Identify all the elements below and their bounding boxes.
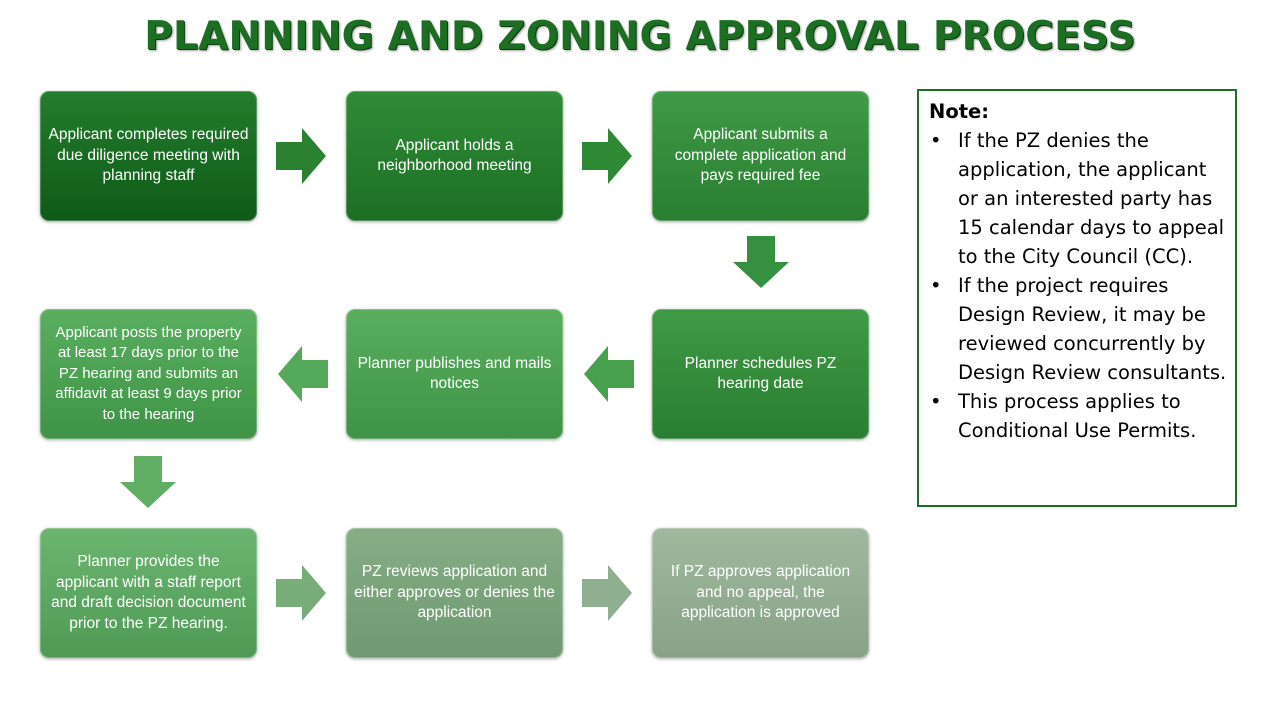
arrow-left-icon [584, 346, 634, 402]
note-item: • This process applies to Conditional Use… [929, 387, 1227, 445]
arrow-down-icon [733, 236, 789, 288]
note-heading: Note: [929, 100, 990, 123]
step-text-5: Planner publishes and mails notices [357, 354, 552, 393]
note-item: • If the project requires Design Review, … [929, 271, 1227, 387]
note-item: • If the PZ denies the application, the a… [929, 126, 1227, 271]
step-text-3: Applicant submits a complete application… [674, 126, 847, 185]
bullet-icon: • [930, 129, 942, 152]
note-item-text: This process applies to Conditional Use … [958, 390, 1197, 442]
step-text-8: PZ reviews application and either approv… [354, 563, 555, 622]
arrow-right-icon [582, 565, 632, 621]
arrow-right-icon [582, 128, 632, 184]
step-box-3: Applicant submits a complete application… [652, 91, 869, 221]
arrow-right-icon [276, 565, 326, 621]
bullet-icon: • [930, 390, 942, 413]
arrow-right-icon [276, 128, 326, 184]
arrow-down-icon [120, 456, 176, 508]
note-list: • If the PZ denies the application, the a… [929, 126, 1227, 445]
note-panel: Note: • If the PZ denies the application,… [917, 89, 1237, 507]
step-box-5: Planner publishes and mails notices [346, 309, 563, 439]
step-box-4: Planner schedules PZ hearing date [652, 309, 869, 439]
step-box-7: Planner provides the applicant with a st… [40, 528, 257, 658]
bullet-icon: • [930, 274, 942, 297]
arrow-left-icon [278, 346, 328, 402]
step-text-6: Applicant posts the property at least 17… [55, 323, 242, 423]
step-text-7: Planner provides the applicant with a st… [51, 553, 246, 632]
step-text-4: Planner schedules PZ hearing date [684, 354, 837, 393]
step-text-1: Applicant completes required due diligen… [48, 126, 249, 185]
step-box-1: Applicant completes required due diligen… [40, 91, 257, 221]
note-item-text: If the project requires Design Review, i… [958, 274, 1227, 384]
note-item-text: If the PZ denies the application, the ap… [958, 129, 1225, 268]
page-title: PLANNING AND ZONING APPROVAL PROCESS [144, 14, 1136, 59]
step-box-9: If PZ approves application and no appeal… [652, 528, 869, 658]
step-box-8: PZ reviews application and either approv… [346, 528, 563, 658]
step-text-2: Applicant holds a neighborhood meeting [377, 136, 532, 175]
step-box-2: Applicant holds a neighborhood meeting [346, 91, 563, 221]
step-box-6: Applicant posts the property at least 17… [40, 309, 257, 439]
step-text-9: If PZ approves application and no appeal… [670, 563, 851, 622]
